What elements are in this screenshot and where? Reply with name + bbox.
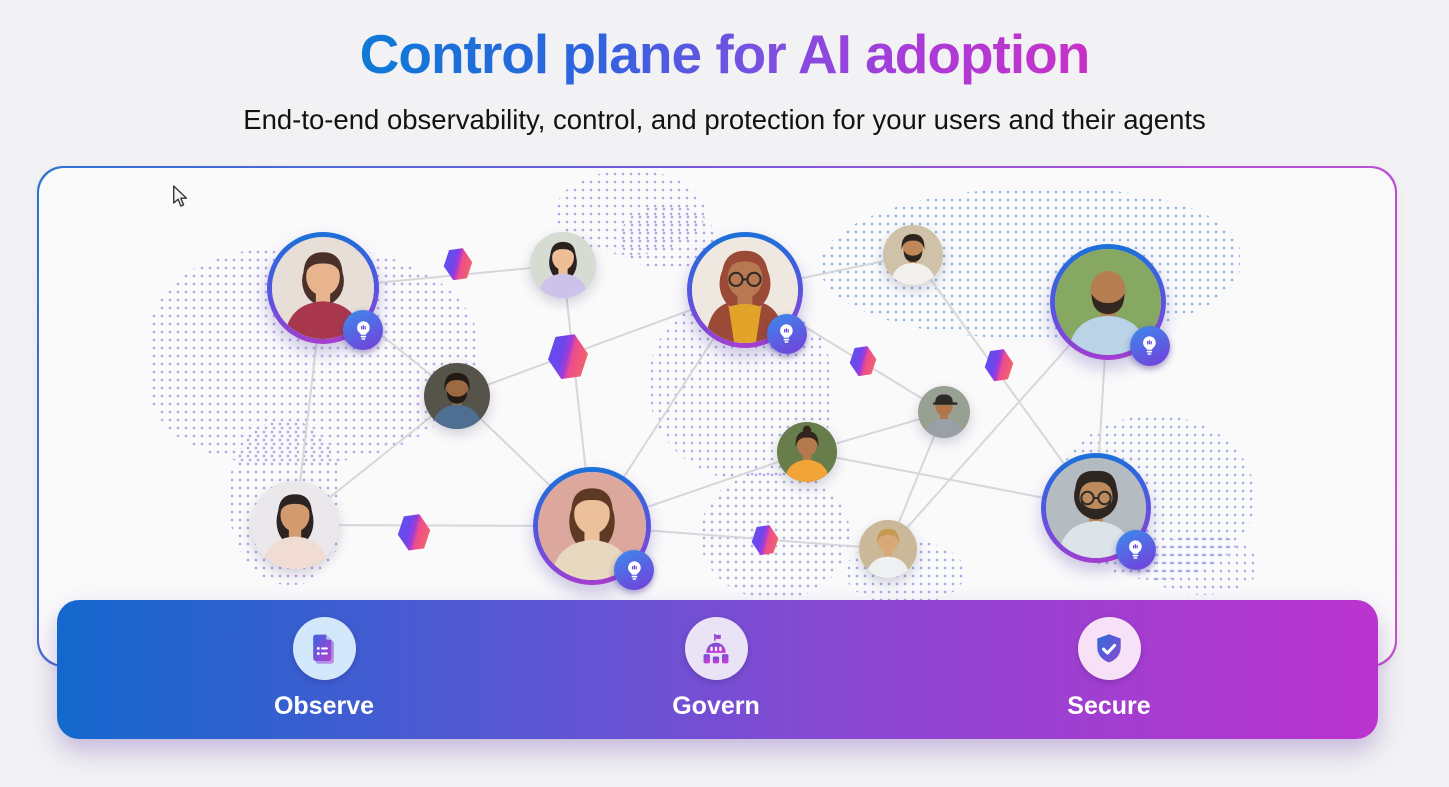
feature-secure-label: Secure <box>1067 692 1151 720</box>
feature-govern[interactable]: Govern <box>606 617 826 721</box>
feature-secure[interactable]: Secure <box>999 617 1219 721</box>
government-building-icon <box>684 617 748 680</box>
world-map-panel <box>37 166 1397 667</box>
page-subtitle: End-to-end observability, control, and p… <box>243 104 1206 135</box>
world-map-panel-inner <box>38 167 1396 666</box>
feature-observe[interactable]: Observe <box>214 617 434 721</box>
shield-check-icon <box>1077 617 1141 680</box>
feature-govern-label: Govern <box>672 692 760 720</box>
document-report-icon <box>292 617 356 680</box>
page-title: Control plane for AI adoption <box>359 23 1091 85</box>
feature-bar: Observe Govern <box>57 600 1378 739</box>
feature-observe-label: Observe <box>273 692 375 720</box>
header: Control plane for AI adoption <box>0 22 1449 86</box>
